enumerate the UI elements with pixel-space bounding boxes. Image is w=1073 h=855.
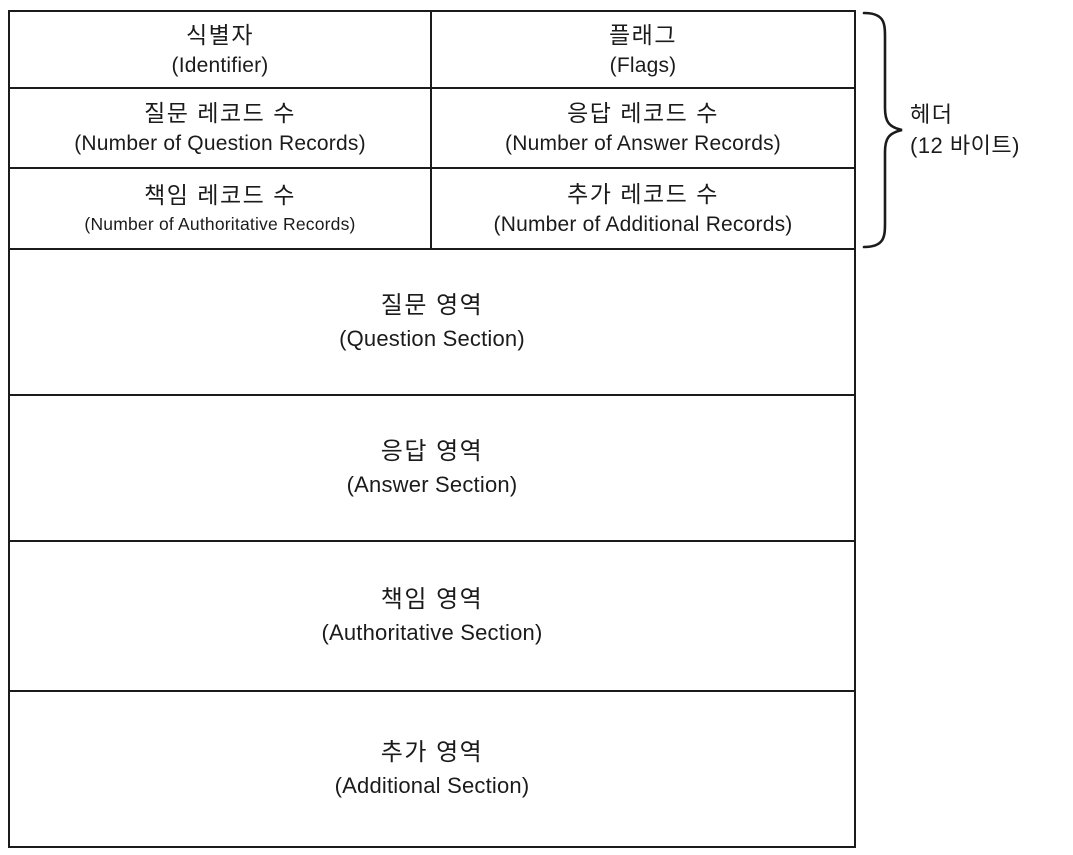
- cell-identifier-english-label: (Identifier): [171, 53, 269, 77]
- section-authoritative-korean-label: 책임 영역: [380, 586, 484, 613]
- cell-flags-korean-label: 플래그: [609, 21, 677, 48]
- header-brace-label-line1: 헤더: [910, 102, 954, 127]
- cell-additional-record-count: 추가 레코드 수 (Number of Additional Records): [432, 169, 854, 248]
- section-additional-english-label: (Additional Section): [334, 773, 530, 798]
- cell-authoritative-record-count-korean-label: 책임 레코드 수: [144, 181, 296, 208]
- header-row-authoritative-additional-counts: 책임 레코드 수 (Number of Authoritative Record…: [10, 169, 854, 250]
- section-additional-korean-label: 추가 영역: [380, 739, 484, 766]
- section-answer: 응답 영역 (Answer Section): [10, 396, 854, 542]
- section-question-korean-label: 질문 영역: [380, 292, 484, 319]
- cell-additional-record-count-korean-label: 추가 레코드 수: [567, 180, 719, 207]
- section-authoritative: 책임 영역 (Authoritative Section): [10, 542, 854, 692]
- header-row-question-answer-counts: 질문 레코드 수 (Number of Question Records) 응답…: [10, 89, 854, 169]
- cell-authoritative-record-count-english-label: (Number of Authoritative Records): [84, 213, 356, 234]
- header-brace-label: 헤더 (12 바이트): [910, 99, 1020, 161]
- cell-flags: 플래그 (Flags): [432, 12, 854, 87]
- cell-question-record-count-korean-label: 질문 레코드 수: [144, 100, 296, 126]
- cell-flags-english-label: (Flags): [609, 53, 677, 77]
- section-authoritative-english-label: (Authoritative Section): [321, 620, 543, 645]
- section-question-english-label: (Question Section): [339, 326, 525, 351]
- cell-answer-record-count-english-label: (Number of Answer Records): [505, 132, 781, 155]
- header-brace-label-line2: (12 바이트): [910, 133, 1020, 158]
- cell-answer-record-count: 응답 레코드 수 (Number of Answer Records): [432, 89, 854, 167]
- cell-additional-record-count-english-label: (Number of Additional Records): [493, 212, 793, 236]
- header-brace-icon: [862, 11, 903, 249]
- cell-identifier: 식별자 (Identifier): [10, 12, 432, 87]
- cell-authoritative-record-count: 책임 레코드 수 (Number of Authoritative Record…: [10, 169, 432, 248]
- section-additional: 추가 영역 (Additional Section): [10, 692, 854, 846]
- section-question: 질문 영역 (Question Section): [10, 250, 854, 396]
- section-answer-english-label: (Answer Section): [346, 472, 518, 497]
- cell-identifier-korean-label: 식별자: [186, 21, 254, 48]
- cell-answer-record-count-korean-label: 응답 레코드 수: [567, 100, 719, 126]
- section-answer-korean-label: 응답 영역: [380, 438, 484, 465]
- cell-question-record-count-english-label: (Number of Question Records): [74, 132, 366, 155]
- cell-question-record-count: 질문 레코드 수 (Number of Question Records): [10, 89, 432, 167]
- dns-structure-table: 식별자 (Identifier) 플래그 (Flags) 질문 레코드 수 (N…: [8, 10, 856, 848]
- header-row-identifier-flags: 식별자 (Identifier) 플래그 (Flags): [10, 12, 854, 89]
